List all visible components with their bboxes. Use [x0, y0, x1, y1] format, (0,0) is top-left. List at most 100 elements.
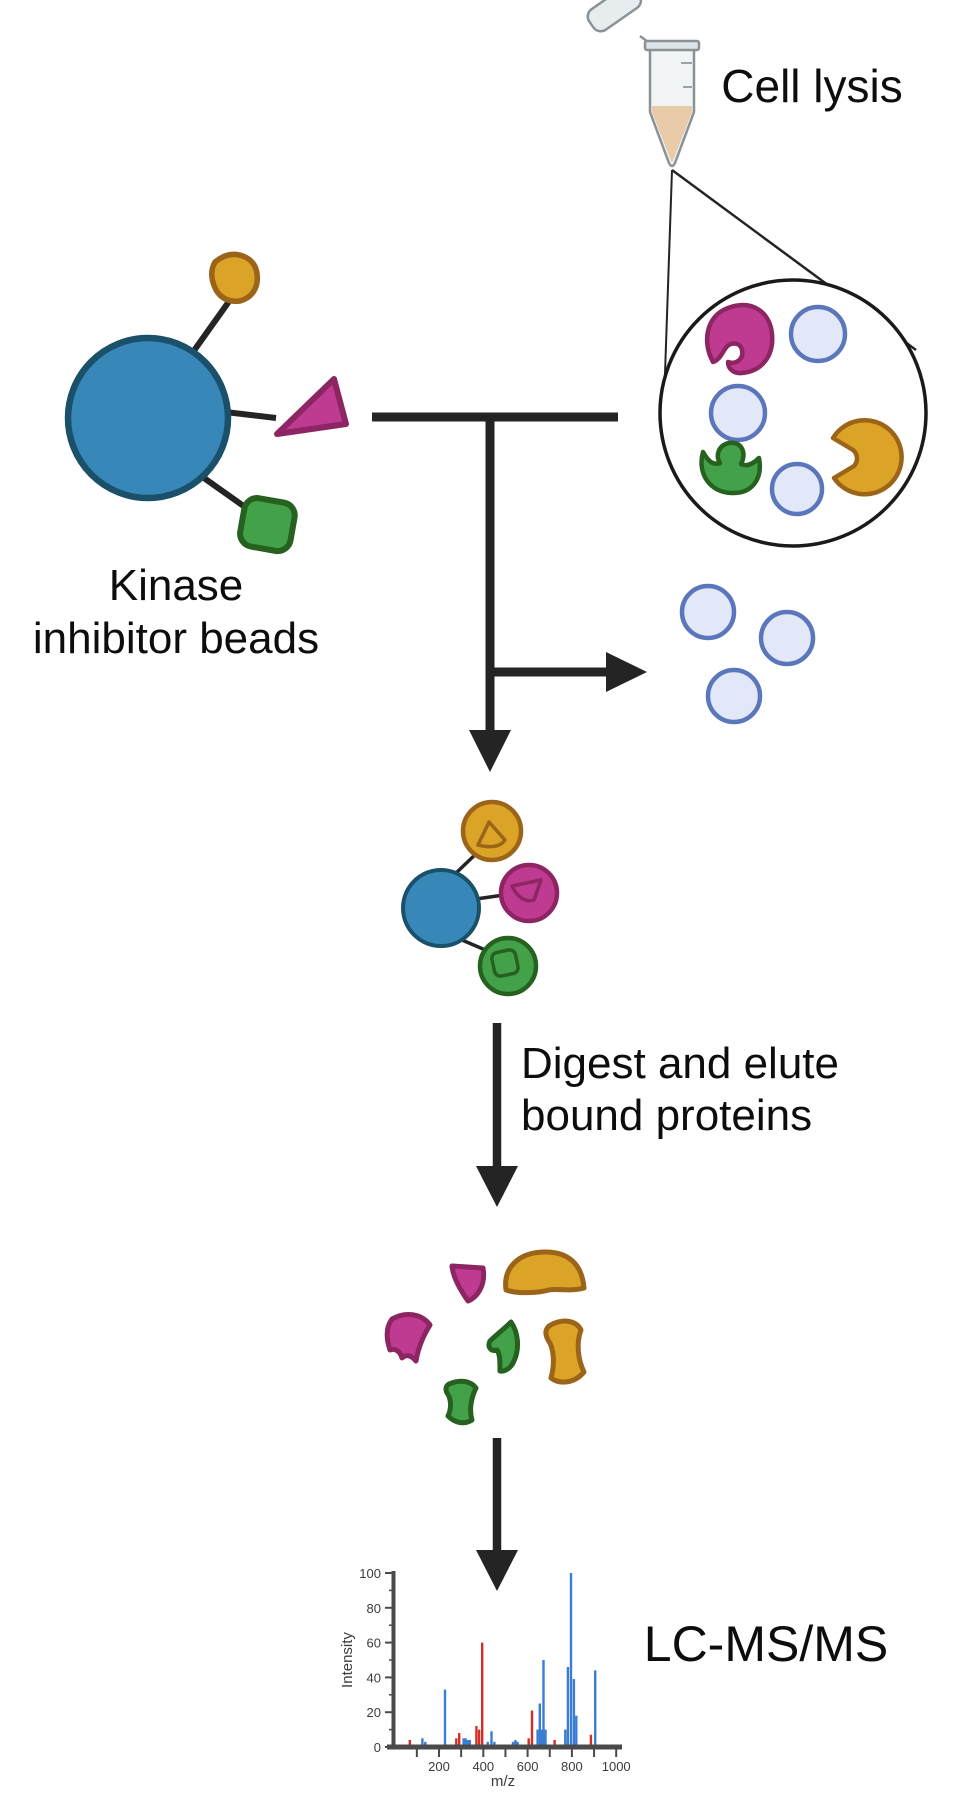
- branch-right-arrow-icon: [490, 652, 647, 692]
- peptide-fragment-magenta-icon: [449, 1263, 487, 1304]
- unbound-protein-circle-icon: [769, 461, 825, 517]
- spectrum-peak: [475, 1726, 478, 1747]
- down-arrow-lcms-icon: [476, 1438, 518, 1591]
- bead-circle-icon: [64, 334, 232, 502]
- linker-line: [190, 298, 233, 354]
- spectrum-x-tick-label: 200: [428, 1759, 450, 1774]
- unbound-protein-circle-icon: [758, 609, 816, 667]
- spectrum-peak: [527, 1738, 530, 1747]
- spectrum-peak: [564, 1729, 567, 1747]
- microcentrifuge-tube-icon: [586, 0, 701, 168]
- unbound-proteins: [679, 583, 816, 725]
- bound-protein-green-icon: [477, 935, 539, 997]
- tube-cap: [586, 0, 643, 33]
- kinase-label-line2: inhibitor beads: [32, 614, 320, 663]
- spectrum-peak: [466, 1740, 469, 1747]
- spectrum-y-tick-label: 0: [374, 1740, 381, 1755]
- spectrum-peak: [490, 1731, 493, 1747]
- spectrum-x-tick-label: 600: [517, 1759, 539, 1774]
- spectrum-peak: [530, 1710, 534, 1747]
- bound-protein-magenta-icon: [498, 862, 560, 924]
- magenta-arrow-linker-icon: [274, 376, 349, 437]
- down-arrowhead: [476, 1166, 518, 1207]
- spectrum-y-tick-label: 60: [367, 1636, 381, 1651]
- down-arrow-digest-icon: [476, 1023, 518, 1207]
- spectrum-peak: [468, 1740, 471, 1747]
- spectrum-peak: [589, 1734, 593, 1747]
- bound-linker-outline-arrow: [510, 878, 543, 903]
- spectrum-peak: [516, 1741, 519, 1747]
- spectrum-peak: [481, 1642, 484, 1747]
- spectrum-y-tick-label: 100: [359, 1566, 381, 1581]
- bound-linker-outline-square: [490, 948, 520, 978]
- spectrum-peak: [544, 1729, 547, 1747]
- bound-linker-outline-triangle: [476, 820, 507, 849]
- peptide-fragments: [384, 1249, 587, 1426]
- peptide-fragment-magenta-icon: [384, 1311, 433, 1364]
- right-arrowhead: [606, 652, 647, 692]
- protein-orange-icon: [830, 418, 904, 497]
- spectrum-series-red-peaks: [408, 1642, 593, 1747]
- green-square-linker-icon: [237, 495, 298, 555]
- orange-triangle-linker-icon: [209, 251, 261, 305]
- t-junction-arrow-icon: [372, 412, 618, 772]
- spectrum-peak: [594, 1670, 597, 1747]
- spectrum-peak: [493, 1741, 496, 1747]
- spectrum-y-axis-label: Intensity: [339, 1632, 356, 1688]
- protein-magenta-icon: [704, 302, 775, 376]
- spectrum-peak: [514, 1740, 517, 1747]
- spectrum-peak: [569, 1573, 573, 1747]
- spectrum-x-tick-label: 400: [472, 1759, 494, 1774]
- bead-circle-icon: [401, 868, 481, 948]
- spectrum-peak: [486, 1741, 489, 1747]
- tube-liquid: [652, 106, 692, 162]
- bound-bead-complex: [401, 799, 560, 997]
- tube-rim: [643, 39, 701, 52]
- spectrum-peak: [542, 1660, 545, 1747]
- spectrum-peak: [424, 1741, 427, 1747]
- unbound-protein-circle-icon: [788, 304, 848, 364]
- digest-elute-label: Digest and elute bound proteins: [521, 1038, 839, 1142]
- spectrum-peak: [540, 1729, 543, 1747]
- peptide-fragment-orange-icon: [543, 1318, 587, 1385]
- protein-green-icon: [699, 440, 763, 496]
- peptide-fragment-green-icon: [443, 1378, 479, 1426]
- spectrum-y-tick-label: 40: [367, 1670, 381, 1685]
- spectrum-peak: [536, 1729, 539, 1747]
- linker-line: [224, 409, 277, 421]
- spectrum-peak: [538, 1703, 541, 1747]
- spectrum-peak: [462, 1738, 465, 1747]
- spectrum-peak: [443, 1689, 447, 1747]
- spectrum-y-tick-label: 80: [367, 1601, 381, 1616]
- unbound-protein-circle-icon: [679, 583, 737, 641]
- spectrum-peak: [566, 1667, 570, 1747]
- spectrum-peak: [511, 1741, 515, 1747]
- unbound-protein-circle-icon: [705, 667, 763, 725]
- kinase-label-line1: Kinase: [108, 561, 244, 610]
- down-arrowhead: [476, 1550, 518, 1591]
- spectrum-peak: [575, 1715, 578, 1747]
- lysate-proteins: [699, 302, 904, 517]
- kinase-bead-figure: [64, 251, 349, 555]
- spectrum-peak: [458, 1733, 461, 1747]
- lcmsms-label: LC-MS/MS: [643, 1616, 889, 1672]
- down-arrowhead: [469, 730, 511, 772]
- peptide-fragment-orange-icon: [503, 1249, 587, 1296]
- spectrum-peak: [421, 1738, 424, 1747]
- cell-lysis-label: Cell lysis: [721, 60, 903, 112]
- bound-protein-orange-icon: [460, 799, 524, 863]
- spectrum-peak: [464, 1738, 467, 1747]
- spectrum-x-tick-label: 800: [561, 1759, 583, 1774]
- spectrum-x-axis-label: m/z: [491, 1773, 515, 1790]
- unbound-protein-circle-icon: [708, 383, 768, 443]
- spectrum-y-tick-label: 20: [367, 1705, 381, 1720]
- digest-label-line1: Digest and elute: [521, 1039, 839, 1088]
- kinase-inhibitor-beads-label: Kinase inhibitor beads: [33, 559, 319, 665]
- spectrum-peak: [455, 1738, 458, 1747]
- spectrum-peak: [553, 1740, 556, 1747]
- spectrum-series-blue-peaks: [421, 1573, 597, 1747]
- spectrum-peak: [572, 1679, 576, 1747]
